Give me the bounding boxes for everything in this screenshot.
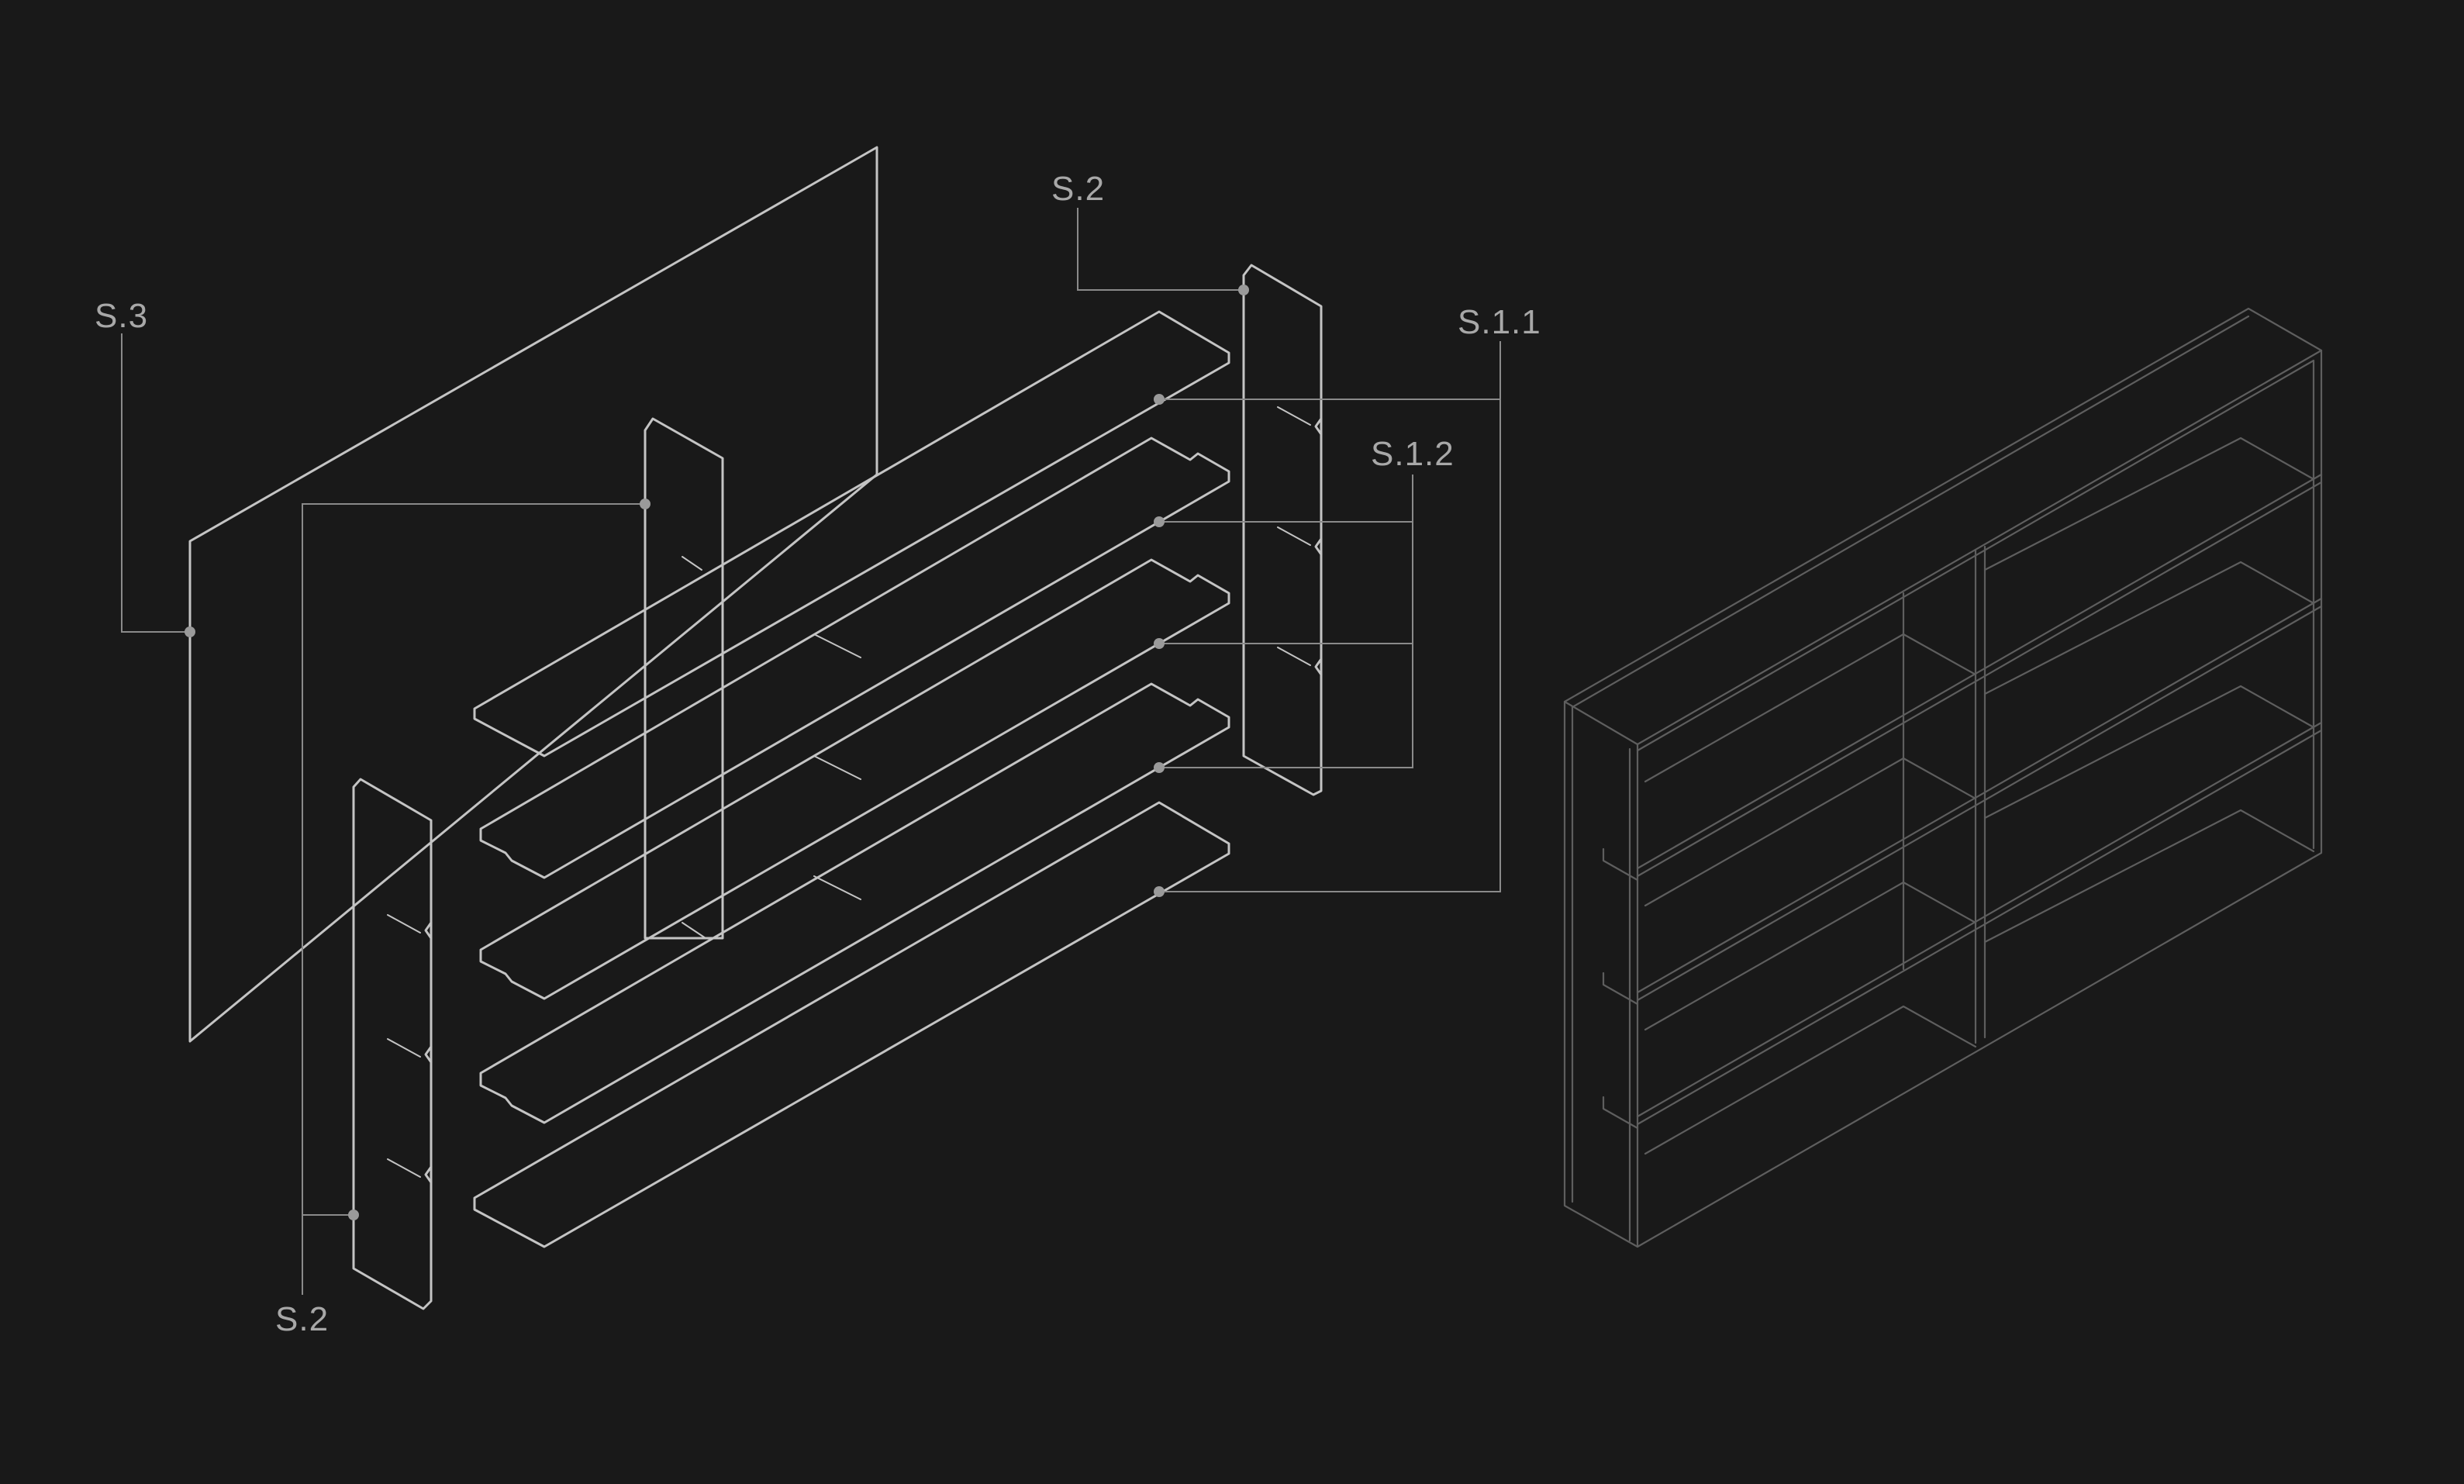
callout-s1-1: S.1.1: [1458, 303, 1541, 341]
callout-s2-bottom: S.2: [275, 1300, 329, 1338]
side-panel-right: [1242, 264, 1323, 796]
shelf-1: [473, 310, 1230, 758]
callout-s1-2: S.1.2: [1371, 435, 1455, 473]
shelf-2: [479, 437, 1230, 879]
side-panel-left: [352, 778, 433, 1310]
assembled-view: [1563, 307, 2323, 1248]
back-panel: [188, 146, 878, 1043]
callout-leaders: [121, 208, 1501, 1295]
exploded-view: [188, 146, 1323, 1310]
callout-s2-top: S.2: [1051, 170, 1105, 208]
callout-labels: S.3 S.2 S.2 S.1.1 S.1.2: [95, 170, 1541, 1338]
shelf-5: [473, 801, 1230, 1248]
callout-s3: S.3: [95, 297, 148, 335]
shelf-3: [479, 558, 1230, 1000]
shelf-4: [479, 682, 1230, 1124]
